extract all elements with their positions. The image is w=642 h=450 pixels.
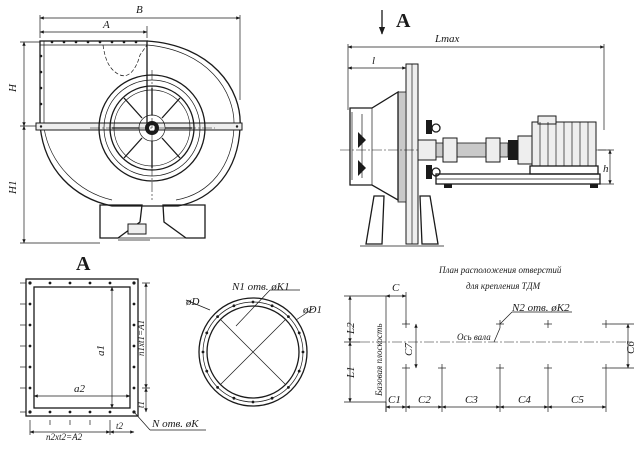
bolt-hole [216,315,220,318]
bolt-hole [251,300,255,304]
dim-D1-label: øD1 [302,304,322,316]
plan-title-line1: План расположения отверстий [438,265,562,275]
bolt-hole [287,386,290,389]
plan-holes-label: N2 отв. øK2 [511,302,570,314]
bolt-hole [201,350,205,354]
bolt-hole [301,350,305,354]
bolt-hole [297,369,301,373]
dim-H-label: H [7,83,19,93]
dim-C5-label: C5 [571,394,584,406]
plan-holes-bottom [402,364,610,372]
bolt-hole [232,304,236,308]
dim-C6-label: C6 [625,341,637,354]
dim-Lmax-label: Lmax [434,33,460,45]
circular-flange-view: N1 отв. øK1 øD øD1 [185,281,322,407]
bolt-hole [270,396,274,400]
band-bolts [39,125,239,128]
dim-C-label: C [392,282,400,294]
bolt-hole [251,400,255,404]
dim-n1xt1-label: n1xt1=A1 [136,320,146,356]
side-view-letter: A [396,10,411,32]
dim-A-label: A [102,19,110,31]
plan-title-line2: для крепления ТДМ [466,281,541,291]
dim-C4-label: C4 [518,394,531,406]
dim-B-label: B [136,4,143,16]
flange-holes [28,281,136,414]
bolt-hole [270,304,274,308]
circle-holes [201,300,305,404]
dim-a2-label: a2 [74,383,86,395]
bolt-hole [216,386,220,389]
dim-h-label: h [603,163,609,175]
dim-C2-label: C2 [418,394,431,406]
dim-C7-label: C7 [403,343,415,356]
dim-C1-label: C1 [388,394,401,406]
dim-l-label: l [372,55,375,67]
dim-D-label: øD [185,296,200,308]
bolt-hole [232,396,236,400]
bolt-hole [205,369,209,373]
dim-C3-label: C3 [465,394,478,406]
flange-holes-label: N отв. øK [151,418,199,430]
bolt-hole [287,315,290,318]
bolt-hole [297,331,301,335]
front-feet [99,204,206,241]
dim-t2-label: t2 [116,421,124,431]
dim-a1-label: a1 [95,345,107,356]
dim-t1-label: t1 [136,401,146,408]
flange-view: A a1 [20,253,206,442]
base-plane-label: Базовая плоскость [374,324,384,397]
bolt-hole [205,331,209,335]
flange-view-letter: A [76,253,91,275]
dim-L2-label: L2 [345,322,357,335]
dim-n2xt2-label: n2xt2=A2 [46,432,83,442]
plan-holes-top [402,320,610,328]
shaft-axis-label: Ось вала [457,332,491,342]
dim-H1-label: H1 [7,181,19,195]
impeller [90,70,215,200]
outlet-rivets [39,40,138,106]
side-view: A Lmax l [340,10,614,247]
front-view: B A H H1 [7,4,243,244]
hole-plan-view: План расположения отверстий для креплени… [344,265,637,412]
circle-holes-label: N1 отв. øK1 [231,281,290,293]
dim-L1-label: L1 [345,366,357,379]
